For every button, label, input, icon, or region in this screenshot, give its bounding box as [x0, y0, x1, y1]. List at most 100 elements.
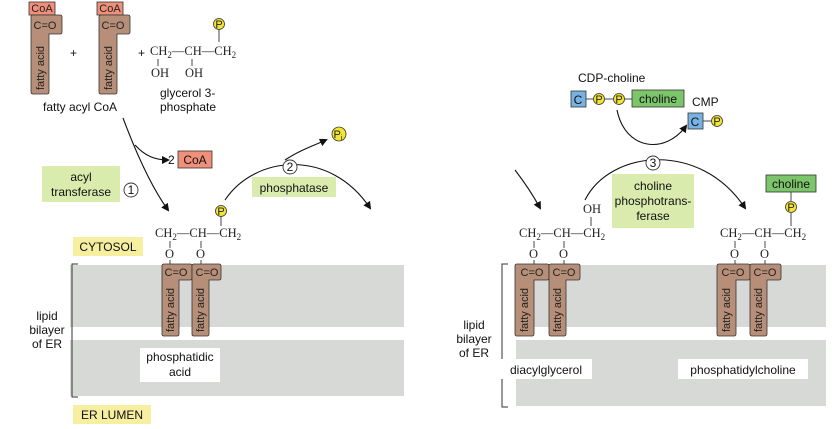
svg-text:fatty acid: fatty acid — [195, 288, 207, 332]
coa-released-box — [177, 150, 213, 169]
acyl-transferase-box — [42, 166, 120, 202]
cmp-molecule: C P — [687, 112, 723, 130]
svg-text:C=O: C=O — [165, 267, 188, 279]
svg-text:P: P — [615, 94, 622, 106]
svg-text:O: O — [559, 247, 568, 261]
svg-text:C=O: C=O — [722, 267, 745, 279]
phosphatase-label: phosphatase — [260, 181, 329, 195]
step1-circle — [123, 182, 139, 198]
coa-label: CoA — [99, 3, 121, 15]
plus-sign-1: + — [70, 46, 77, 60]
phosphatidic-label-line1: phosphatidic — [146, 350, 213, 364]
glycerol-label-line2: phosphate — [160, 100, 216, 114]
svg-text:C: C — [574, 93, 583, 107]
bilayer-bracket-right — [501, 263, 508, 408]
step3-circle — [645, 155, 661, 171]
fatty-acid-label: fatty acid — [103, 46, 115, 90]
glycerol-3-phosphate: P CH2—CH—CH2 OH OH — [150, 18, 236, 80]
phosphatidic-acid-box — [140, 348, 220, 382]
svg-text:P: P — [787, 202, 794, 214]
svg-text:OH: OH — [583, 202, 601, 216]
svg-text:C=O: C=O — [553, 267, 576, 279]
bilayer-label-right-1: lipid — [463, 318, 484, 332]
cdp-choline-molecule: C P P choline — [570, 89, 685, 108]
arrow-release-coa — [134, 144, 170, 164]
coa-released-label: CoA — [183, 153, 206, 167]
diacylglycerol-box — [500, 359, 592, 379]
svg-text:CH2—CH—CH2: CH2—CH—CH2 — [150, 44, 236, 60]
svg-text:O: O — [760, 247, 769, 261]
svg-text:P: P — [713, 116, 720, 128]
arrow-pi-release — [284, 138, 328, 161]
phosphatase-box — [252, 177, 336, 197]
cytosol-label: CYTOSOL — [79, 240, 136, 254]
cdp-choline-label: CDP-choline — [578, 71, 646, 85]
svg-text:choline: choline — [772, 177, 810, 191]
phosphatidic-acid-molecule: P CH2—CH—CH2 O O C=O fatty acid C=O fatt… — [155, 205, 241, 337]
step2-number: 2 — [287, 160, 294, 174]
bilayer-bracket-left — [71, 263, 78, 398]
enzyme3-line1: choline — [634, 179, 672, 193]
phosphatidylcholine-label: phosphatidylcholine — [690, 363, 796, 377]
svg-text:P: P — [595, 94, 602, 106]
svg-text:P: P — [217, 206, 224, 218]
acyl-label-line2: transferase — [51, 185, 111, 199]
phosphatidylcholine-molecule: choline P CH2—CH—CH2 O O C=O fatty acid … — [716, 174, 817, 337]
bilayer-label-right-3: of ER — [459, 346, 489, 360]
phosphate-label: P — [215, 19, 222, 31]
two-coa-prefix: 2 — [168, 153, 175, 167]
step3-number: 3 — [650, 156, 657, 170]
plus-sign-2: + — [138, 46, 145, 60]
er-lumen-box — [73, 405, 151, 424]
coa-label: CoA — [31, 3, 53, 15]
diacylglycerol-label: diacylglycerol — [510, 363, 582, 377]
enzyme3-line2: phosphotrans- — [615, 194, 692, 208]
svg-text:O: O — [730, 247, 739, 261]
svg-text:O: O — [529, 247, 538, 261]
svg-text:C=O: C=O — [521, 267, 544, 279]
svg-text:C: C — [691, 115, 700, 129]
svg-text:CH2—CH—CH2: CH2—CH—CH2 — [720, 226, 806, 242]
svg-text:OH: OH — [151, 66, 169, 80]
svg-text:choline: choline — [639, 92, 677, 106]
svg-text:O: O — [196, 247, 205, 261]
svg-text:fatty acid: fatty acid — [519, 288, 531, 332]
svg-text:CH2—CH—CH2: CH2—CH—CH2 — [155, 226, 241, 242]
diacylglycerol-molecule: OH CH2—CH—CH2 O O C=O fatty acid C=O fat… — [514, 202, 605, 337]
membrane-outer-left — [70, 265, 404, 327]
fatty-acyl-coa-label: fatty acyl CoA — [43, 100, 117, 114]
choline-phosphotransferase-box — [612, 174, 694, 228]
arrow-acyl-transferase — [122, 117, 170, 212]
glycerol-label-line1: glycerol 3- — [160, 86, 215, 100]
bilayer-label-right-2: bilayer — [456, 332, 491, 346]
pi-circle — [331, 126, 347, 142]
arrow-cdp-to-cmp — [616, 109, 688, 145]
step2-circle — [282, 159, 298, 175]
phosphatidic-label-line2: acid — [169, 365, 191, 379]
svg-text:C=O: C=O — [196, 267, 219, 279]
er-lumen-label: ER LUMEN — [81, 408, 143, 422]
fatty-acyl-coa-1: CoA C=O fatty acid — [28, 1, 63, 95]
fatty-acid-label: fatty acid — [35, 46, 47, 90]
pi-label: Pi — [334, 129, 343, 142]
enzyme3-line3: ferase — [636, 209, 670, 223]
bilayer-label-left-2: bilayer — [29, 323, 64, 337]
bilayer-label-left-3: of ER — [32, 337, 62, 351]
cmp-label: CMP — [692, 95, 719, 109]
svg-text:fatty acid: fatty acid — [552, 288, 564, 332]
svg-text:C=O: C=O — [754, 267, 777, 279]
step1-number: 1 — [128, 183, 135, 197]
svg-text:CH2—CH—CH2: CH2—CH—CH2 — [519, 226, 605, 242]
co-label: C=O — [34, 20, 57, 32]
phosphatidylcholine-box — [678, 359, 808, 379]
svg-text:fatty acid: fatty acid — [753, 288, 765, 332]
arrow-incoming-right — [514, 169, 541, 210]
svg-text:OH: OH — [185, 66, 203, 80]
svg-text:fatty acid: fatty acid — [721, 288, 733, 332]
svg-text:fatty acid: fatty acid — [165, 288, 177, 332]
fatty-acyl-coa-2: CoA C=O fatty acid — [96, 1, 131, 95]
bilayer-label-left-1: lipid — [36, 309, 57, 323]
membrane-inner-left — [70, 340, 404, 396]
